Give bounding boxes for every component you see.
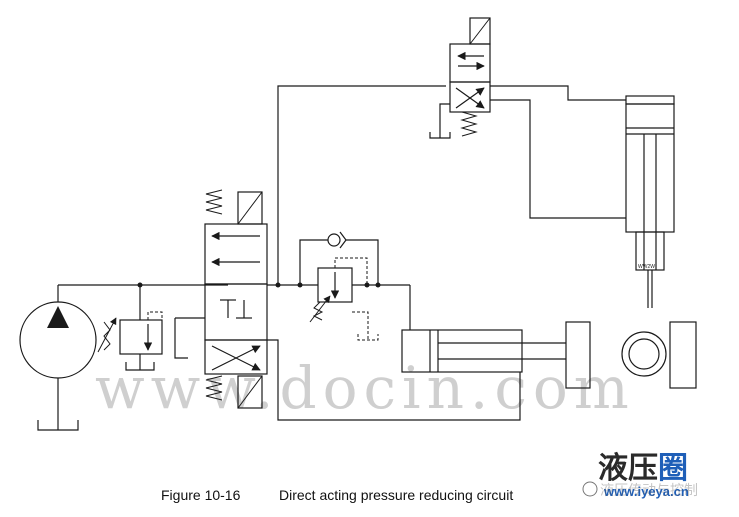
upper-directional-valve-symbol [429, 17, 491, 139]
main-directional-valve-symbol [174, 189, 268, 409]
figure-number: Figure 10-16 [161, 487, 241, 503]
brand-logo: 液压 圈 www.iyeya.cn 液压传动与控制 [582, 451, 698, 499]
return-line-lower [267, 339, 521, 421]
relief-valve-symbol [97, 311, 163, 371]
svg-text:WW2W: WW2W [638, 264, 655, 270]
upper-valve-lines [490, 85, 626, 219]
branch-line-upper [267, 85, 446, 286]
watermark-text: www.docin.com [95, 354, 635, 422]
wechat-icon [582, 481, 598, 497]
brand-main-text: 液压 [598, 451, 658, 486]
workpiece-symbol [621, 321, 697, 389]
pressure-reducing-valve-symbol [275, 231, 410, 341]
brand-url: www.iyeya.cn [603, 484, 689, 499]
brand-accent-text: 圈 [658, 451, 688, 486]
pressure-line [58, 282, 228, 320]
clamp-cylinder-symbol [401, 321, 591, 389]
wechat-label: 液压传动与控制 [600, 483, 698, 499]
pump-symbol [19, 285, 97, 431]
vertical-cylinder-symbol: WW2W [625, 95, 675, 308]
figure-title: Direct acting pressure reducing circuit [279, 487, 513, 503]
